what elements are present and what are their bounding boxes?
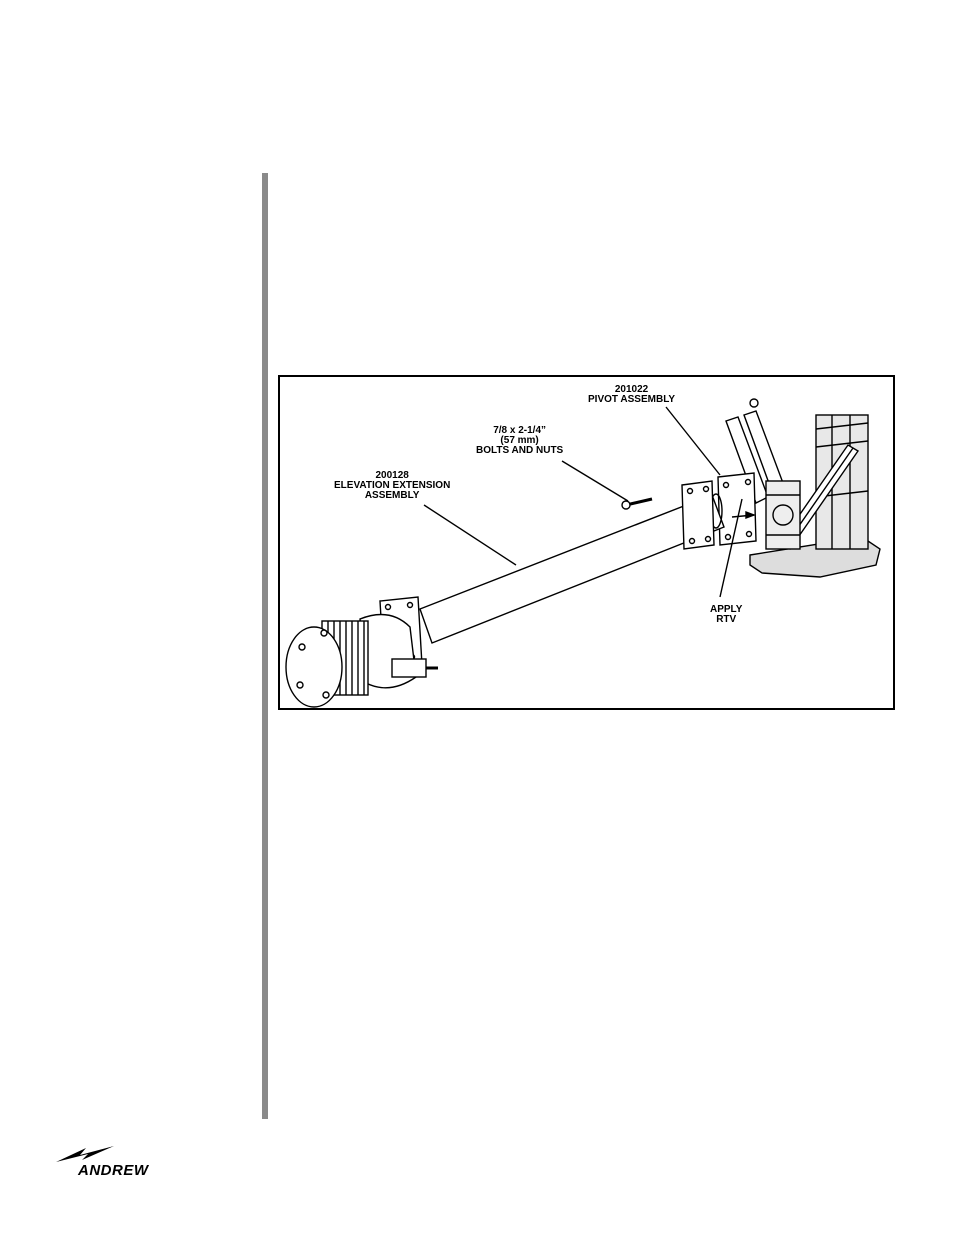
callout-bolts-and-nuts: 7/8 x 2-1/4” (57 mm) BOLTS AND NUTS [476,426,563,456]
leader-pivot [666,407,720,475]
callout-apply-rtv: APPLY RTV [710,605,742,625]
andrew-logo: ANDREW [56,1146,172,1182]
shaft-stub [392,659,426,677]
nut-icon [750,399,758,407]
callout-elevation-extension: 200128 ELEVATION EXTENSION ASSEMBLY [334,471,450,501]
leader-extension [424,505,516,565]
extension-flange-upper [682,481,714,549]
callout-pivot-assembly: 201022 PIVOT ASSEMBLY [588,385,675,405]
assembly-figure: 201022 PIVOT ASSEMBLY 7/8 x 2-1/4” (57 m… [278,375,895,710]
callout-rtv-material: RTV [710,615,742,625]
callout-pivot-name: PIVOT ASSEMBLY [588,395,675,405]
end-disc [286,627,342,707]
extension-tube [420,495,724,643]
callout-bolts-name: BOLTS AND NUTS [476,446,563,456]
callout-extension-suffix: ASSEMBLY [334,491,450,501]
andrew-logo-text: ANDREW [78,1162,149,1179]
assembly-drawing [280,377,893,708]
pivot-housing [766,481,800,549]
revision-change-bar [262,173,268,1119]
leader-bolts [562,461,628,501]
